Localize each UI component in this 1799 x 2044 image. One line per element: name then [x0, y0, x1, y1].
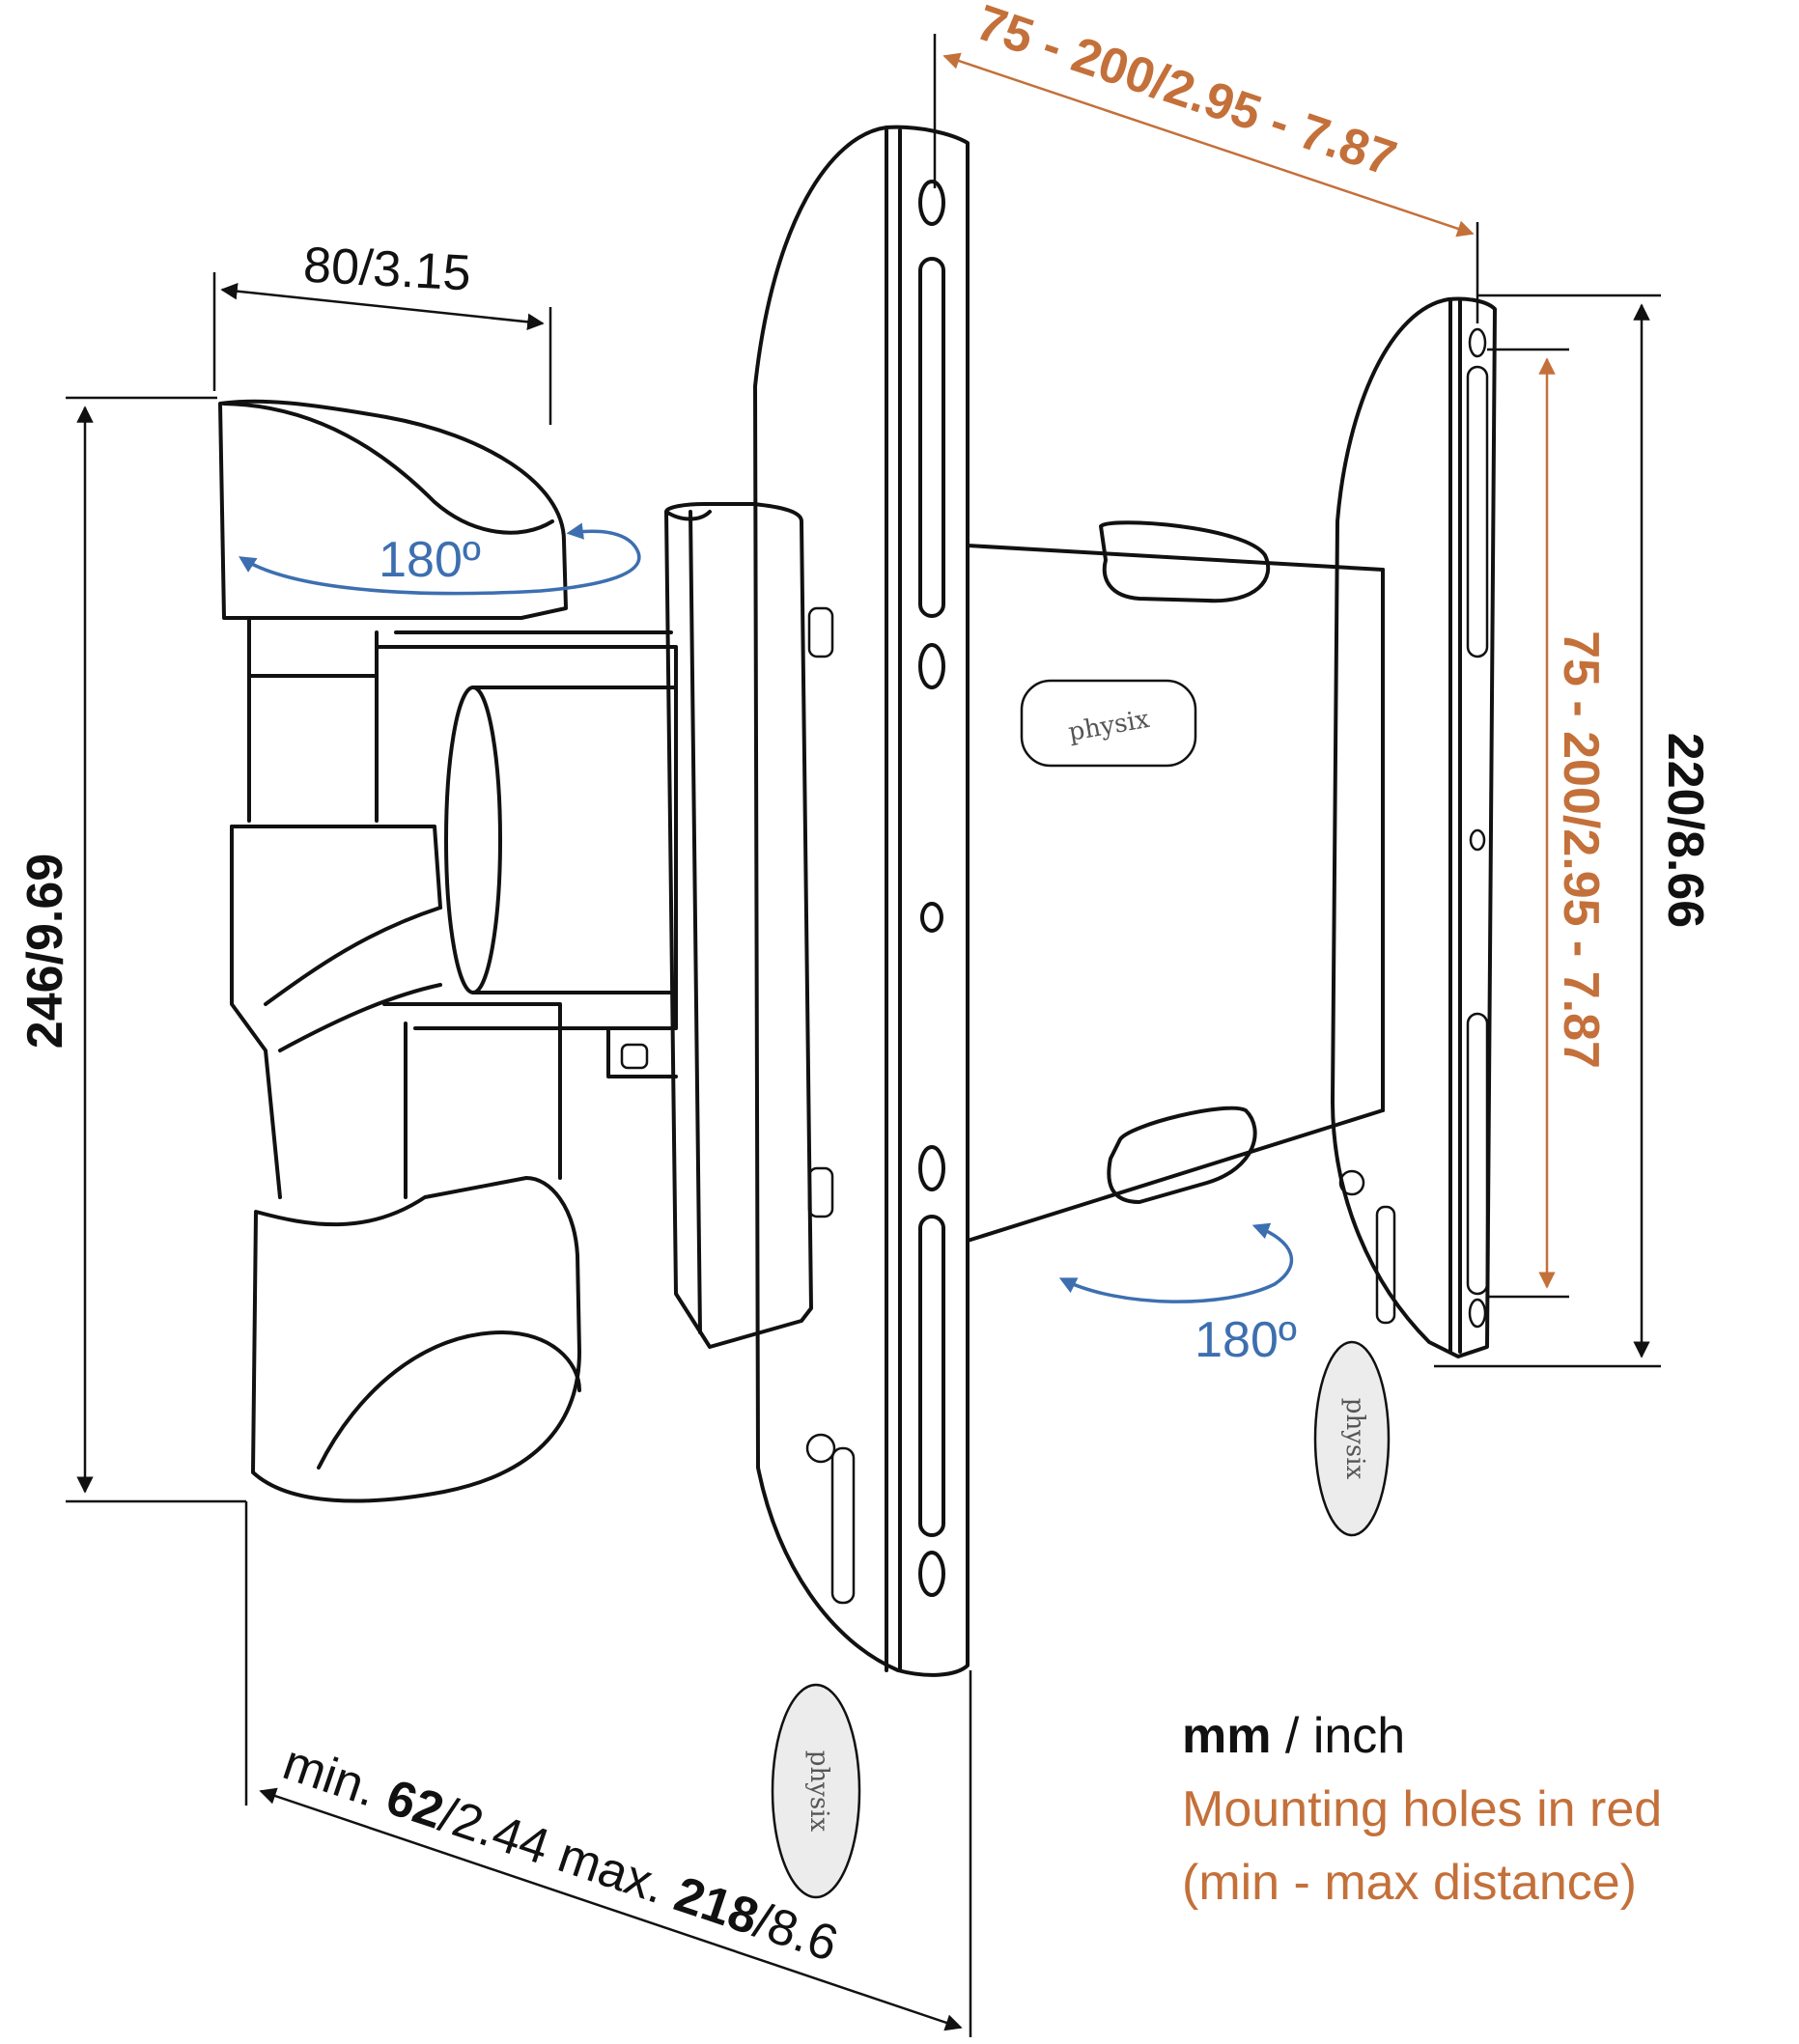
legend-units: mm / inch: [1182, 1699, 1662, 1773]
swivel-arm: [218, 399, 834, 1503]
depth-label: min. 62/2.44 max. 218/8.6: [276, 1734, 844, 1973]
vesa-rail-right: [1331, 296, 1497, 1358]
dimension-hole-spacing-vertical: 75 - 200/2.95 - 7.87: [1487, 348, 1609, 1299]
depth-prefix: min.: [276, 1734, 397, 1822]
legend-units-bold: mm: [1182, 1708, 1272, 1764]
hole-spacing-horizontal-label: 75 - 200/2.95 - 7.87: [970, 0, 1403, 187]
physix-logo-icon: physix: [1313, 1340, 1391, 1537]
dimension-arm-height: 246/9.69: [17, 396, 246, 1503]
dimension-arm-width: 80/3.15: [212, 238, 552, 425]
physix-logo-icon: physix: [771, 1683, 861, 1899]
arm-width-label: 80/3.15: [302, 238, 472, 302]
arm-height-label: 246/9.69: [17, 854, 73, 1049]
arm-rotation-label: 180º: [379, 532, 481, 588]
dimension-plate-height: 220/8.66: [1434, 294, 1713, 1368]
plate-height-label: 220/8.66: [1657, 733, 1713, 928]
hole-spacing-vertical-label: 75 - 200/2.95 - 7.87: [1553, 630, 1609, 1069]
dimension-depth: min. 62/2.44 max. 218/8.6: [244, 1501, 972, 2037]
center-logo-text: physix: [1066, 705, 1152, 747]
rotation-arm: 180º: [239, 522, 641, 596]
legend-note-line2: (min - max distance): [1182, 1855, 1637, 1911]
plate-rotation-label: 180º: [1195, 1312, 1297, 1368]
vesa-rail-left: [753, 125, 970, 1677]
logo-text-small: physix: [1340, 1398, 1369, 1480]
curved-arrow-icon: [1058, 1222, 1294, 1303]
legend-note-line1: Mounting holes in red: [1182, 1781, 1663, 1837]
legend: mm / inch Mounting holes in red (min - m…: [1182, 1699, 1662, 1919]
depth-min-rest: /2.44 max.: [433, 1787, 686, 1919]
curved-arrow-icon: [239, 522, 641, 596]
logo-text: physix: [804, 1750, 833, 1833]
legend-units-rest: / inch: [1271, 1708, 1406, 1764]
rotation-plate: 180º: [1058, 1222, 1297, 1368]
dimension-hole-spacing-horizontal: 75 - 200/2.95 - 7.87: [933, 0, 1479, 323]
tilt-linkage: physix: [966, 520, 1385, 1243]
